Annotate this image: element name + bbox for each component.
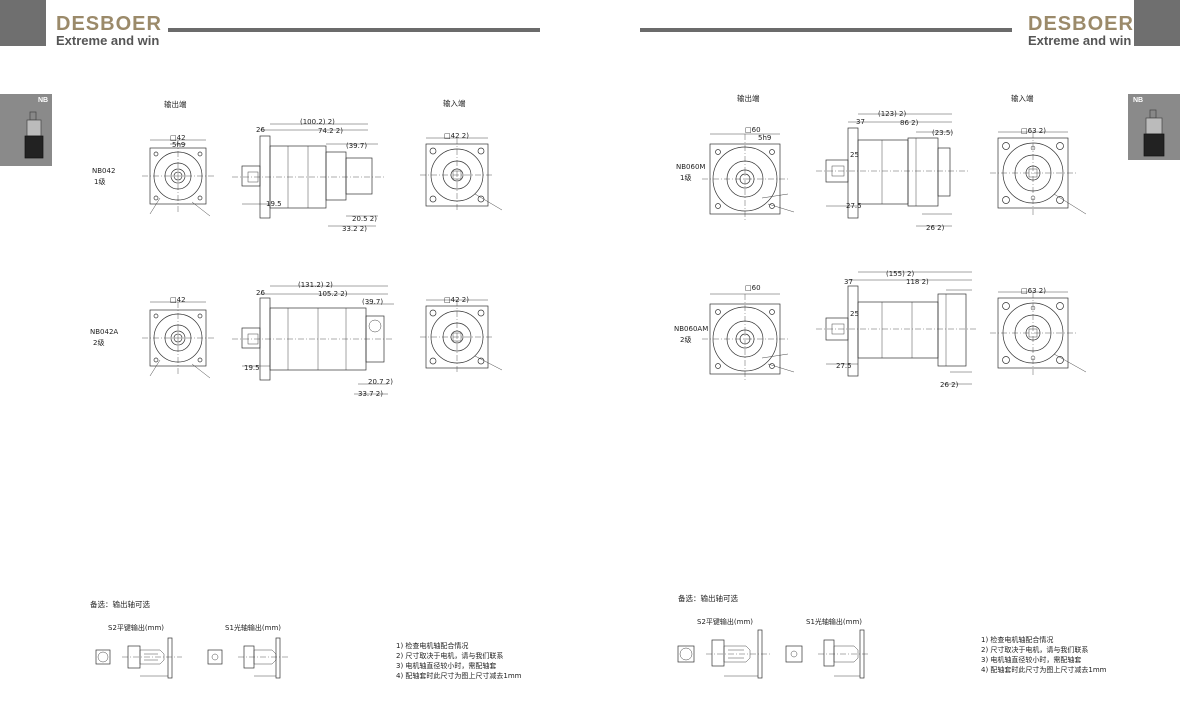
- left-d1-d26: 26: [256, 126, 265, 134]
- right-d1-d235: (23.5): [932, 129, 954, 137]
- left-options-title: 备选：输出轴可选: [90, 600, 150, 609]
- left-opt-s1-drawing: [207, 637, 288, 679]
- right-d2-body-len: 118 2): [906, 278, 929, 286]
- right-d2-d37: 37: [844, 278, 853, 286]
- left-d2-sq-label: □42: [170, 296, 186, 304]
- left-opt-s2-label: S2平键输出(mm): [108, 624, 164, 632]
- right-d1-in-sq: □63 2): [1021, 127, 1046, 135]
- left-d1-front-view: [142, 139, 214, 217]
- right-opt-s1-label: S1光轴输出(mm): [806, 618, 862, 626]
- left-d2-body-len: 105.2 2): [318, 290, 348, 298]
- left-model1-stage: 1级: [94, 178, 106, 186]
- left-d1-d19: 19.5: [266, 200, 282, 208]
- right-d1-d26: 26 2): [926, 224, 945, 232]
- left-d2-front-view: [142, 301, 214, 379]
- side-tab-label: NB: [38, 97, 49, 104]
- left-d2-d33: 33.7 2): [358, 390, 383, 398]
- right-d2-d25: 25: [850, 310, 859, 318]
- brand-name: DESBOER: [56, 13, 162, 35]
- left-d2-side-view: [232, 285, 394, 395]
- left-d2-in-sq: □42 2): [444, 296, 469, 304]
- right-d1-body-len: 86 2): [900, 119, 919, 127]
- right-corner-block: [1134, 0, 1180, 46]
- left-corner-block: [0, 0, 46, 46]
- side-tab-label-right: NB: [1133, 97, 1144, 104]
- right-d2-d275: 27.5: [836, 362, 852, 370]
- left-header-input: 输入端: [443, 99, 466, 108]
- motor-product-icon-right: [1143, 109, 1165, 157]
- left-opt-s2-drawing: [95, 637, 182, 679]
- right-opt-s1-drawing: [785, 629, 868, 679]
- right-model1-stage: 1级: [680, 174, 692, 182]
- right-note-1: 1) 检查电机轴配合情况: [981, 636, 1054, 644]
- left-d1-d33: 33.2 2): [342, 225, 367, 233]
- left-d2-input-view: [420, 299, 503, 374]
- motor-product-icon: [24, 111, 44, 159]
- right-d2-input-view: [990, 291, 1087, 376]
- right-d2-d26: 26 2): [940, 381, 959, 389]
- right-d2-front-view: [702, 293, 795, 382]
- right-d1-front-view: [702, 133, 795, 222]
- right-header-input: 输入端: [1011, 94, 1034, 103]
- left-header-output: 输出端: [164, 100, 187, 109]
- left-d2-d19: 19.5: [244, 364, 260, 372]
- right-logo: DESBOER Extreme and win: [1028, 14, 1134, 48]
- right-model2-name: NB060AM: [674, 325, 709, 333]
- left-d1-key-label: 5h9: [172, 141, 186, 149]
- left-model2-name: NB042A: [90, 328, 119, 336]
- left-note-4: 4) 配轴套时此尺寸为图上尺寸减去1mm: [396, 672, 522, 680]
- left-note-1: 1) 检查电机轴配合情况: [396, 642, 469, 650]
- brand-name-right: DESBOER: [1028, 13, 1134, 35]
- right-model1-name: NB060M: [676, 163, 706, 171]
- right-header-output: 输出端: [737, 94, 760, 103]
- left-d1-body-len: 74.2 2): [318, 127, 343, 135]
- left-header-rule: [168, 28, 540, 32]
- left-d1-d39: (39.7): [346, 142, 368, 150]
- brand-slogan: Extreme and win: [56, 33, 160, 48]
- right-d2-in-sq: □63 2): [1021, 287, 1046, 295]
- left-model1-name: NB042: [92, 167, 116, 175]
- right-d1-d25: 25: [850, 151, 859, 159]
- right-model2-stage: 2级: [680, 336, 692, 344]
- left-d1-d205: 20.5 2): [352, 215, 377, 223]
- left-d1-total-len: (100.2) 2): [300, 118, 335, 126]
- brand-slogan-right: Extreme and win: [1028, 33, 1132, 48]
- left-d1-side-view: [232, 123, 384, 227]
- right-d1-total-len: (123) 2): [878, 110, 907, 118]
- right-d2-total-len: (155) 2): [886, 270, 915, 278]
- left-d2-d26: 26: [256, 289, 265, 297]
- left-logo: DESBOER Extreme and win: [56, 14, 162, 48]
- right-d1-sq-label: □60: [745, 126, 761, 134]
- left-d2-total-len: (131.2) 2): [298, 281, 333, 289]
- right-d1-input-view: [990, 131, 1087, 216]
- right-note-4: 4) 配轴套时此尺寸为图上尺寸减去1mm: [981, 666, 1107, 674]
- left-model2-stage: 2级: [93, 339, 105, 347]
- left-d2-d207: 20.7 2): [368, 378, 393, 386]
- left-note-3: 3) 电机轴直径较小时，需配轴套: [396, 662, 497, 670]
- right-d2-side-view: [816, 271, 978, 385]
- right-notes: 1) 检查电机轴配合情况 2) 尺寸取决于电机，请与我们联系 3) 电机轴直径较…: [981, 635, 1107, 675]
- left-d1-input-view: [420, 137, 503, 212]
- right-header-rule: [640, 28, 1012, 32]
- left-d2-d39: (39.7): [362, 298, 384, 306]
- right-d1-key-label: 5h9: [758, 134, 772, 142]
- left-note-2: 2) 尺寸取决于电机，请与我们联系: [396, 652, 504, 660]
- left-d1-in-sq: □42 2): [444, 132, 469, 140]
- right-d1-side-view: [816, 113, 968, 227]
- left-opt-s1-label: S1光轴输出(mm): [225, 624, 281, 632]
- right-opt-s2-label: S2平键输出(mm): [697, 618, 753, 626]
- right-d1-d275: 27.5: [846, 202, 862, 210]
- left-d1-sq-label: □42: [170, 134, 186, 142]
- right-note-3: 3) 电机轴直径较小时，需配轴套: [981, 656, 1082, 664]
- right-d2-sq-label: □60: [745, 284, 761, 292]
- right-note-2: 2) 尺寸取决于电机，请与我们联系: [981, 646, 1089, 654]
- right-options-title: 备选：输出轴可选: [678, 594, 738, 603]
- left-notes: 1) 检查电机轴配合情况 2) 尺寸取决于电机，请与我们联系 3) 电机轴直径较…: [396, 641, 522, 681]
- right-opt-s2-drawing: [677, 629, 770, 679]
- right-d1-d37: 37: [856, 118, 865, 126]
